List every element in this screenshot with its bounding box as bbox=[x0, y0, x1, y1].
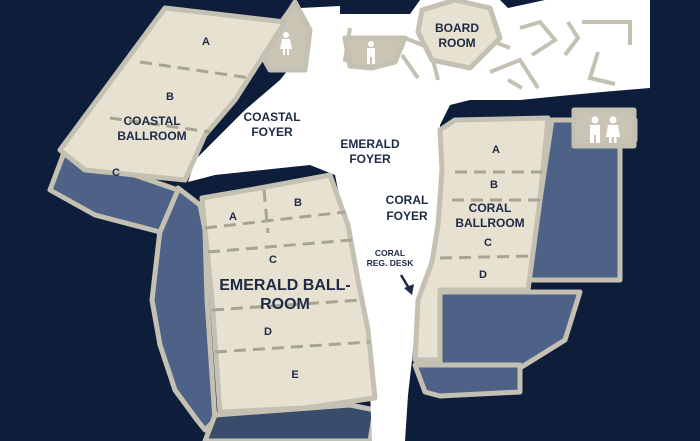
board-room[interactable] bbox=[415, 0, 503, 71]
coral-section-b: B bbox=[490, 179, 498, 191]
reg-desk-label-line2: REG. DESK bbox=[367, 258, 415, 268]
emerald-partition-ab bbox=[262, 189, 270, 234]
coral-foyer-label-line2: FOYER bbox=[386, 209, 428, 223]
public-foyer bbox=[188, 0, 650, 441]
reg-desk-label-line1: CORAL bbox=[375, 248, 405, 258]
coastal-section-c: C bbox=[112, 167, 120, 179]
coral-ballroom-label-line2: BALLROOM bbox=[455, 216, 524, 230]
coastal-partition-bc bbox=[109, 116, 211, 134]
women-restroom-icon bbox=[280, 32, 292, 55]
coral-partition-cd bbox=[439, 254, 533, 260]
emerald-ballroom-label-line1: EMERALD BALL- bbox=[219, 277, 351, 294]
emerald-ballroom-label-line2: ROOM bbox=[260, 296, 310, 313]
women-restroom-icon bbox=[606, 116, 620, 143]
men-restroom-icon bbox=[367, 41, 375, 64]
emerald-section-d: D bbox=[264, 326, 272, 338]
emerald-partition-cd bbox=[211, 298, 363, 312]
emerald-section-b: B bbox=[294, 197, 302, 209]
coastal-ballroom[interactable] bbox=[57, 5, 288, 183]
board-room-label-line2: ROOM bbox=[438, 36, 475, 50]
emerald-foyer-label-line1: EMERALD bbox=[340, 137, 400, 151]
coral-section-d: D bbox=[479, 269, 487, 281]
coral-section-a: A bbox=[492, 144, 500, 156]
emerald-partition-top bbox=[204, 210, 346, 230]
emerald-foyer-label-line2: FOYER bbox=[349, 152, 391, 166]
restroom-block-coral bbox=[571, 107, 637, 149]
emerald-partition-bc bbox=[207, 238, 353, 254]
arrow-icon bbox=[399, 274, 414, 295]
emerald-ballroom[interactable] bbox=[199, 172, 378, 415]
coastal-section-a: A bbox=[202, 36, 210, 48]
restrooms-icon bbox=[590, 116, 620, 143]
emerald-section-e: E bbox=[291, 369, 298, 381]
emerald-section-a: A bbox=[229, 211, 237, 223]
coastal-ballroom-label-line2: BALLROOM bbox=[117, 129, 186, 143]
coral-ballroom-label-line1: CORAL bbox=[469, 201, 512, 215]
emerald-partition-de bbox=[214, 340, 371, 354]
coastal-ballroom-label-line1: COASTAL bbox=[123, 114, 180, 128]
board-room-label-line1: BOARD bbox=[435, 21, 479, 35]
service-area-south bbox=[412, 362, 523, 399]
coastal-foyer-label-line2: FOYER bbox=[251, 125, 293, 139]
emerald-section-c: C bbox=[269, 254, 277, 266]
coastal-section-b: B bbox=[166, 91, 174, 103]
coastal-foyer-label-line1: COASTAL bbox=[243, 110, 300, 124]
coral-foyer-label-line1: CORAL bbox=[386, 193, 429, 207]
coral-section-c: C bbox=[484, 237, 492, 249]
men-restroom-icon bbox=[590, 116, 600, 143]
